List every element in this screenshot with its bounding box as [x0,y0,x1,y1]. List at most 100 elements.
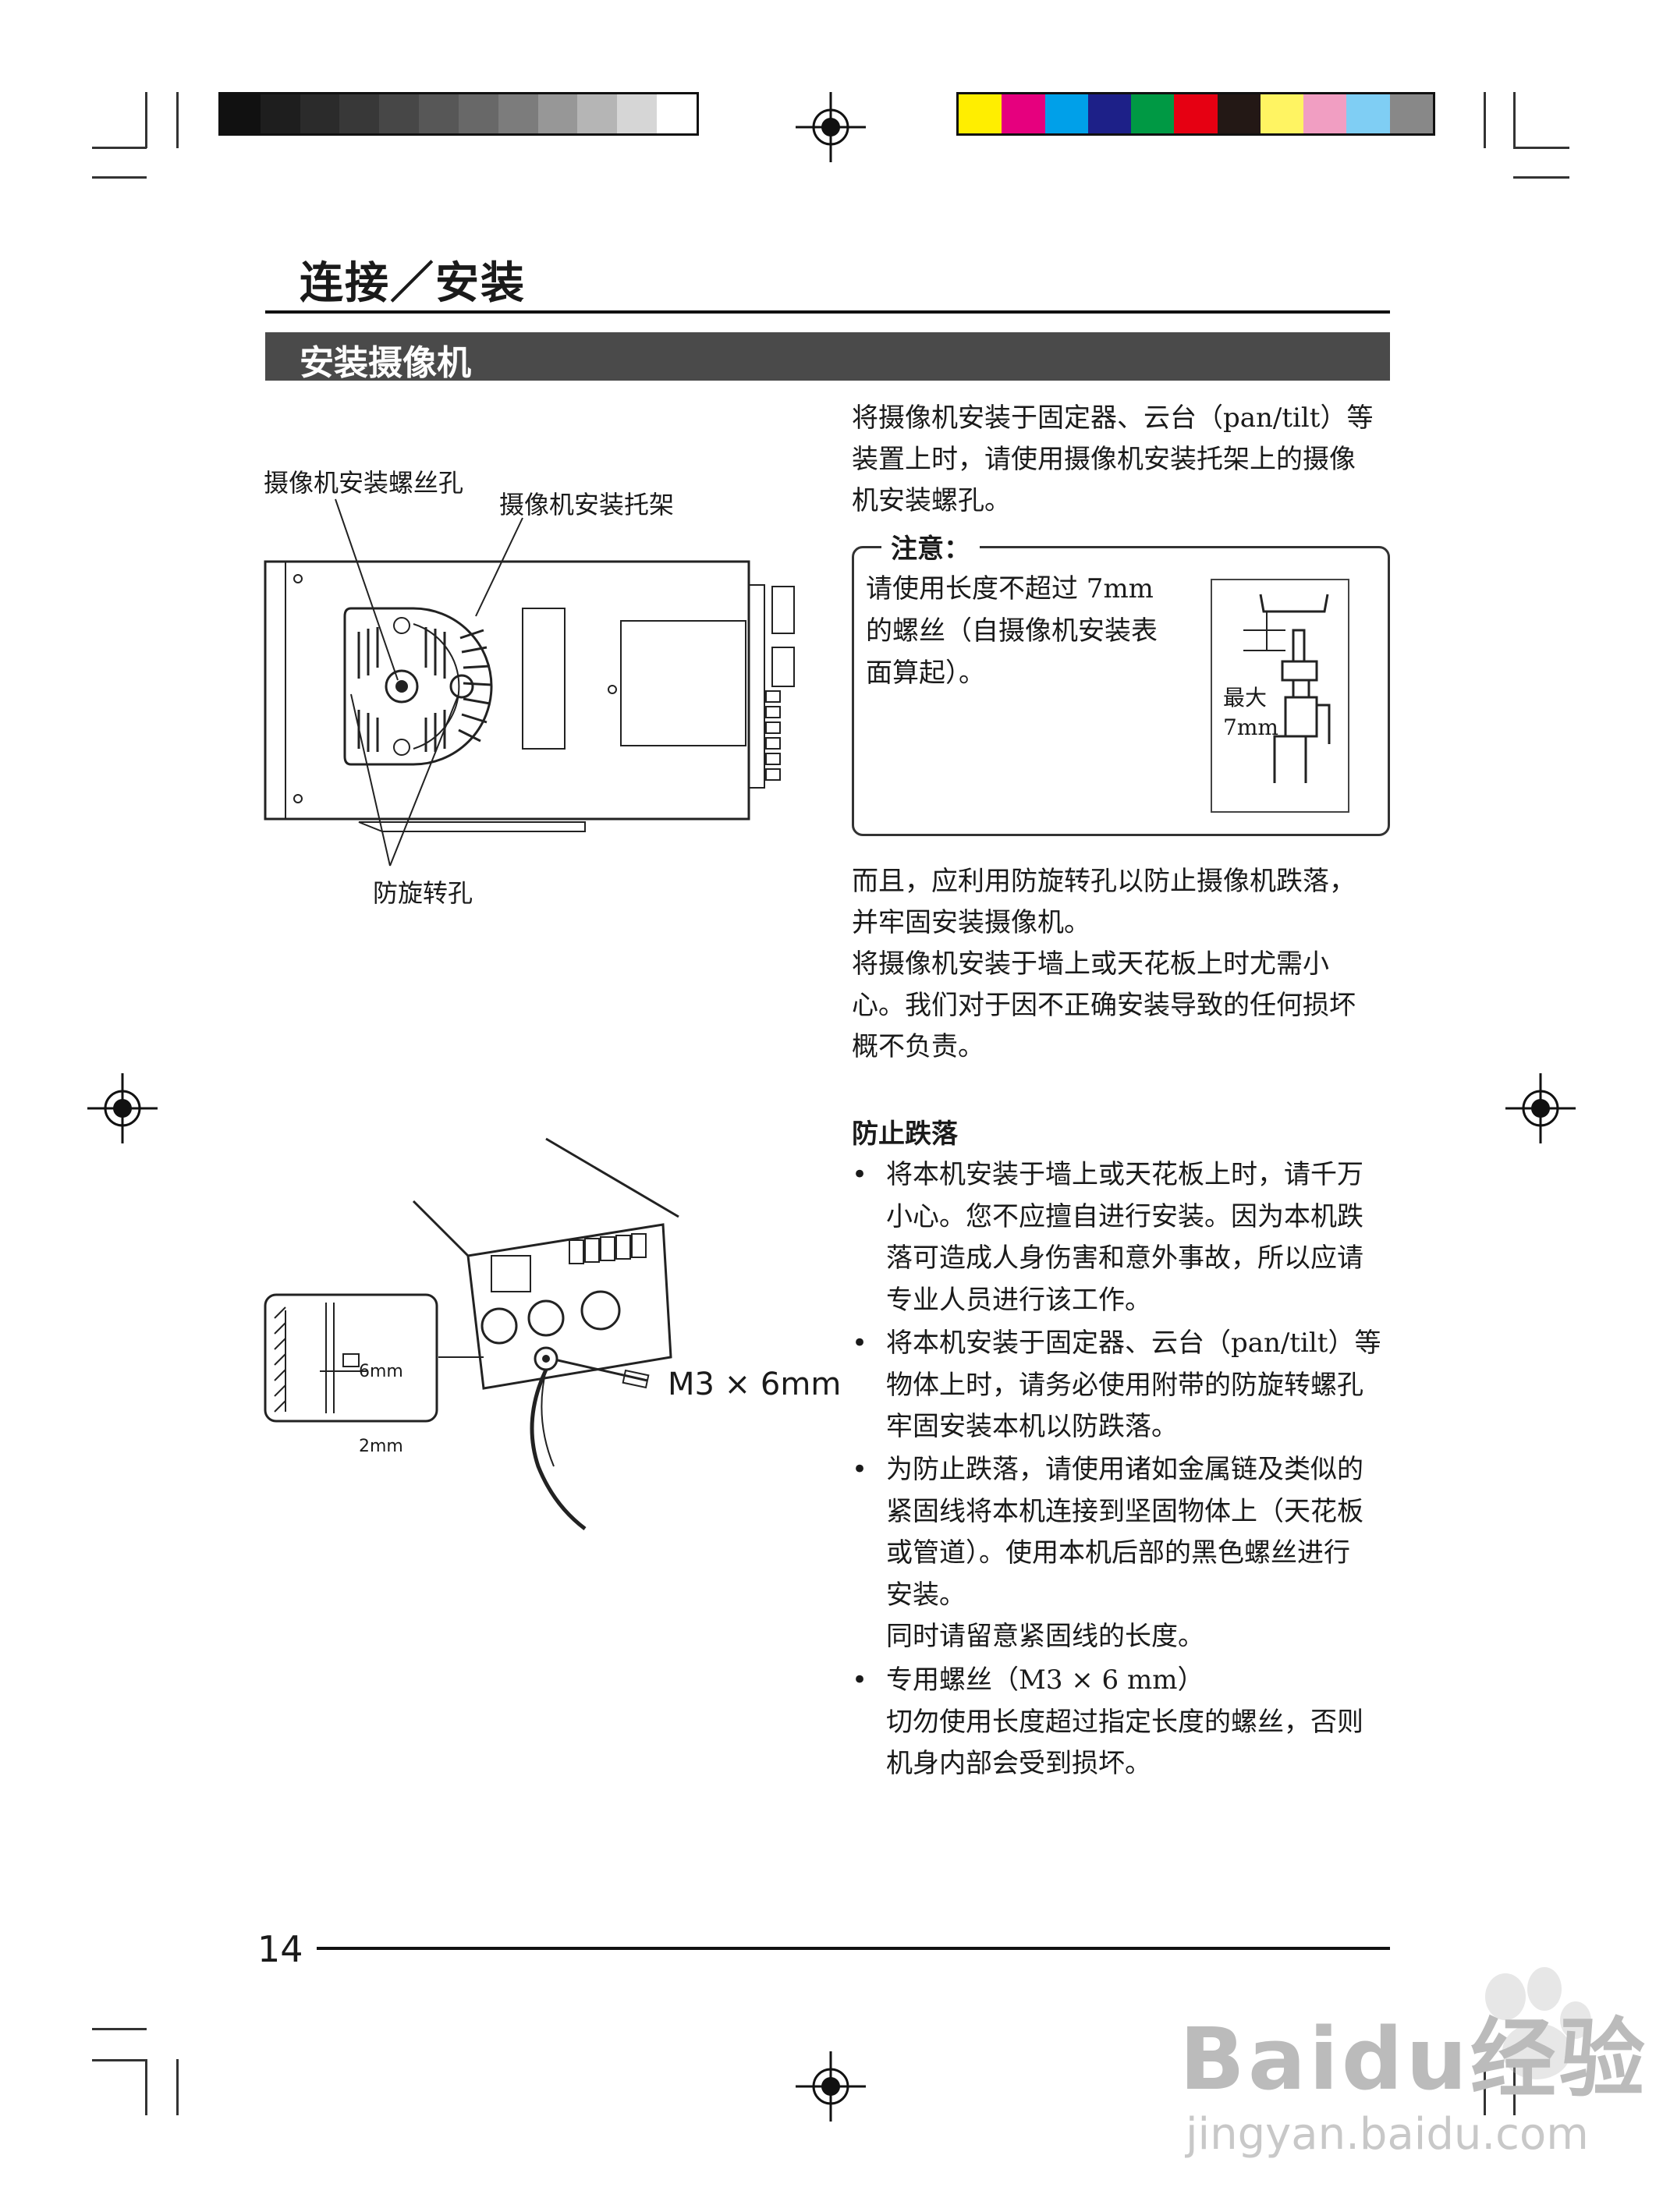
color-swatch [617,94,658,133]
bullet-line: 专用螺丝（M3 × 6 mm） [886,1664,1204,1696]
bullet-line: 专业人员进行该工作。 [886,1284,1151,1316]
bullet-item: • 将本机安装于墙上或天花板上时，请千万 小心。您不应擅自进行安装。因为本机跌 … [852,1154,1398,1321]
camera-bottom-figure [264,498,795,867]
liability-paragraph: 将摄像机安装于墙上或天花板上时尤需小 心。我们对于因不正确安装导致的任何损坏 概… [852,944,1398,1068]
crop-mark [92,176,147,179]
bullet-icon: • [852,1328,868,1359]
bullet-line: 为防止跌落，请使用诸如金属链及类似的 [886,1454,1363,1485]
fall-prevention-title: 防止跌落 [852,1118,958,1150]
color-swatch [657,94,697,133]
crop-mark [1513,92,1516,148]
gray-scale-bar [218,92,699,136]
section-title: 安装摄像机 [300,343,471,383]
intro-line: 机安装螺孔。 [852,485,1011,516]
color-swatch [419,94,459,133]
color-swatch [1260,94,1304,133]
caution-text: 请使用长度不超过 7mm 的螺丝（自摄像机安装表 面算起）。 [866,568,1178,694]
paragraph-line: 概不负责。 [852,1031,984,1062]
bullet-line: 切勿使用长度超过指定长度的螺丝，否则 [886,1706,1363,1738]
anti-rotation-hole-label: 防旋转孔 [373,878,473,908]
bullet-line: 物体上时，请务必使用附带的防旋转螺孔 [886,1369,1363,1401]
color-swatch [300,94,340,133]
bracket-label: 摄像机安装托架 [499,490,675,519]
max-value: 7mm [1223,714,1278,740]
color-swatch [1389,94,1433,133]
bullet-line: 或管道）。使用本机后部的黑色螺丝进行 [886,1537,1350,1569]
paragraph-line: 心。我们对于因不正确安装导致的任何损坏 [852,990,1356,1021]
color-swatch [1131,94,1175,133]
crop-mark [145,2059,147,2115]
crop-mark [1484,92,1486,148]
camera-rear-figure [264,1137,679,1530]
bullet-line: 将本机安装于墙上或天花板上时，请千万 [886,1159,1363,1190]
bullet-line: 紧固线将本机连接到坚固物体上（天花板 [886,1495,1363,1527]
color-swatch [577,94,618,133]
6mm-dimension-label: 6mm [359,1362,403,1381]
paw-logo-icon [1485,1967,1591,2079]
bullet-icon: • [852,1159,868,1190]
paragraph-line: 而且，应利用防旋转孔以防止摄像机跌落， [852,866,1356,897]
color-swatch [379,94,420,133]
watermark-brand: Baidu经验 [1179,2009,1648,2109]
crop-mark [92,2028,147,2030]
crop-mark [1513,176,1569,179]
bullet-item: • 将本机安装于固定器、云台（pan/tilt）等 物体上时，请务必使用附带的防… [852,1323,1398,1448]
bullet-line: 机身内部会受到损坏。 [886,1748,1151,1779]
section-band [265,332,1390,381]
crop-mark [92,147,147,149]
caution-line: 面算起）。 [866,658,985,689]
color-swatch [1174,94,1218,133]
registration-mark-icon [1505,1073,1576,1143]
caution-line: 请使用长度不超过 7mm [866,573,1154,604]
chapter-title: 连接／安装 [300,258,526,309]
crop-mark [92,2059,147,2061]
color-swatch [1044,94,1088,133]
color-swatch [1303,94,1347,133]
registration-mark-icon [796,92,866,162]
footer-rule [317,1947,1390,1950]
page-number: 14 [257,1928,303,1970]
color-swatch [959,94,1002,133]
crop-mark [1513,147,1569,149]
color-swatch [458,94,498,133]
registration-mark-icon [87,1073,158,1143]
intro-paragraph: 将摄像机安装于固定器、云台（pan/tilt）等 装置上时，请使用摄像机安装托架… [852,398,1398,522]
color-swatch [1346,94,1390,133]
bullet-icon: • [852,1664,868,1696]
registration-mark-icon [796,2051,866,2122]
max-label: 最大 [1223,685,1268,711]
anti-rotation-paragraph: 而且，应利用防旋转孔以防止摄像机跌落， 并牢固安装摄像机。 [852,861,1398,944]
crop-mark [176,92,179,148]
intro-line: 将摄像机安装于固定器、云台（pan/tilt）等 [852,402,1374,434]
color-swatch [221,94,261,133]
crop-mark [145,92,147,148]
paragraph-line: 将摄像机安装于墙上或天花板上时尤需小 [852,948,1329,980]
color-bar [956,92,1435,136]
crop-mark [1513,2059,1516,2115]
mount-hole-label: 摄像机安装螺丝孔 [264,468,464,498]
bullet-icon: • [852,1454,868,1485]
screw-size-label: M3 × 6mm [668,1367,842,1402]
bullet-item: • 专用螺丝（M3 × 6 mm） 切勿使用长度超过指定长度的螺丝，否则 机身内… [852,1660,1398,1785]
bullet-item: • 为防止跌落，请使用诸如金属链及类似的 紧固线将本机连接到坚固物体上（天花板 … [852,1449,1398,1658]
crop-mark [1484,2059,1486,2115]
color-swatch [339,94,380,133]
chapter-rule [265,310,1390,314]
screw-length-diagram [1243,594,1331,783]
bullet-line: 同时请留意紧固线的长度。 [886,1621,1204,1652]
screw-length-figure [1211,579,1349,813]
caution-box [852,546,1390,836]
caution-title: 注意： [881,527,980,565]
paragraph-line: 并牢固安装摄像机。 [852,907,1090,938]
color-swatch [537,94,578,133]
intro-line: 装置上时，请使用摄像机安装托架上的摄像 [852,444,1356,475]
bullet-line: 牢固安装本机以防跌落。 [886,1411,1178,1442]
bullet-line: 安装。 [886,1579,966,1611]
color-swatch [498,94,538,133]
crop-mark [176,2059,179,2115]
color-swatch [1087,94,1132,133]
bullet-line: 小心。您不应擅自进行安装。因为本机跌 [886,1200,1363,1232]
bullet-line: 将本机安装于固定器、云台（pan/tilt）等 [886,1328,1381,1359]
watermark-url: jingyan.baidu.com [1186,2109,1589,2160]
2mm-dimension-label: 2mm [359,1437,403,1456]
